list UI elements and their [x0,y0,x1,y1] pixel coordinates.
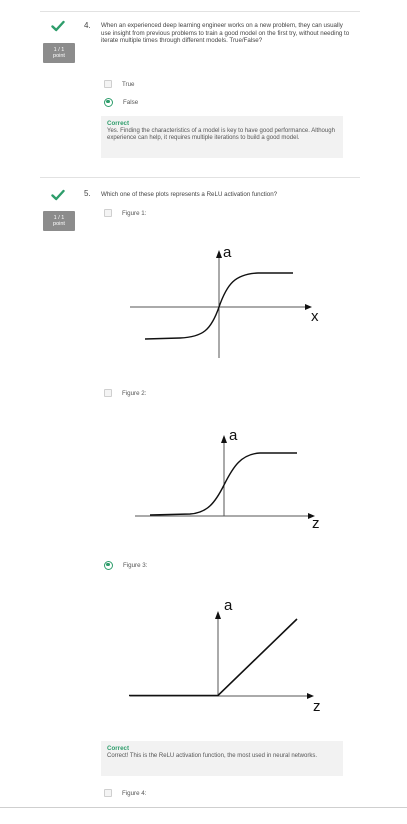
option-label: Figure 2: [122,389,147,397]
y-axis-arrow [216,250,222,258]
y-axis-label: a [223,244,232,261]
question-text: Which one of these plots represents a Re… [101,191,278,198]
feedback-box: Correct Yes. Finding the characteristics… [101,116,343,158]
option-label: Figure 1: [122,209,147,217]
option-figure-1[interactable]: Figure 1: [104,208,146,218]
radio-unselected[interactable] [104,80,112,88]
y-axis-arrow [221,435,227,443]
y-axis-label: a [224,597,233,614]
radio-unselected[interactable] [104,389,112,397]
feedback-box: Correct Correct! This is the ReLU activa… [101,741,343,776]
badge-unit: point [53,221,65,227]
option-true[interactable]: True [104,79,135,89]
sigmoid-curve [144,272,293,340]
question-number: 4. [84,21,91,30]
figure-2-plot: a z [135,427,320,532]
feedback-text: Yes. Finding the characteristics of a mo… [107,127,335,141]
radio-selected[interactable] [104,560,113,570]
correct-check-icon [51,20,65,32]
option-label: False [123,98,139,106]
feedback-text: Correct! This is the ReLU activation fun… [107,752,317,759]
figure-1-plot: a x [130,244,319,358]
correct-check-icon [51,189,65,201]
option-label: True [122,80,135,88]
question-number: 5. [84,189,91,198]
radio-selected[interactable] [104,97,113,107]
feedback-title: Correct [107,745,130,752]
option-label: Figure 4: [122,789,147,797]
y-axis-label: a [229,427,238,444]
option-false[interactable]: False [104,97,138,107]
point-badge: 1 / 1 point [43,211,75,231]
feedback-title: Correct [107,120,130,127]
badge-score: 1 / 1 [53,214,65,221]
x-axis-arrow [307,693,314,699]
x-axis-arrow [308,513,315,519]
divider [40,11,360,12]
divider [40,177,360,178]
badge-score: 1 / 1 [53,46,65,53]
y-axis-arrow [215,611,221,619]
option-label: Figure 3: [123,561,148,569]
x-axis-arrow [305,304,312,310]
x-axis-label: x [311,308,319,325]
figure-3-plot: a z [129,597,321,715]
option-figure-2[interactable]: Figure 2: [104,388,146,398]
bottom-divider [0,807,407,808]
badge-unit: point [53,53,65,59]
radio-unselected[interactable] [104,789,112,797]
sigmoid-curve [149,452,297,516]
x-axis-label: z [313,698,321,715]
option-figure-3[interactable]: Figure 3: [104,560,147,570]
option-figure-4[interactable]: Figure 4: [104,788,146,798]
question-text: When an experienced deep learning engine… [101,22,350,45]
x-axis-label: z [312,515,320,532]
point-badge: 1 / 1 point [43,43,75,63]
radio-unselected[interactable] [104,209,112,217]
relu-line [129,618,298,697]
